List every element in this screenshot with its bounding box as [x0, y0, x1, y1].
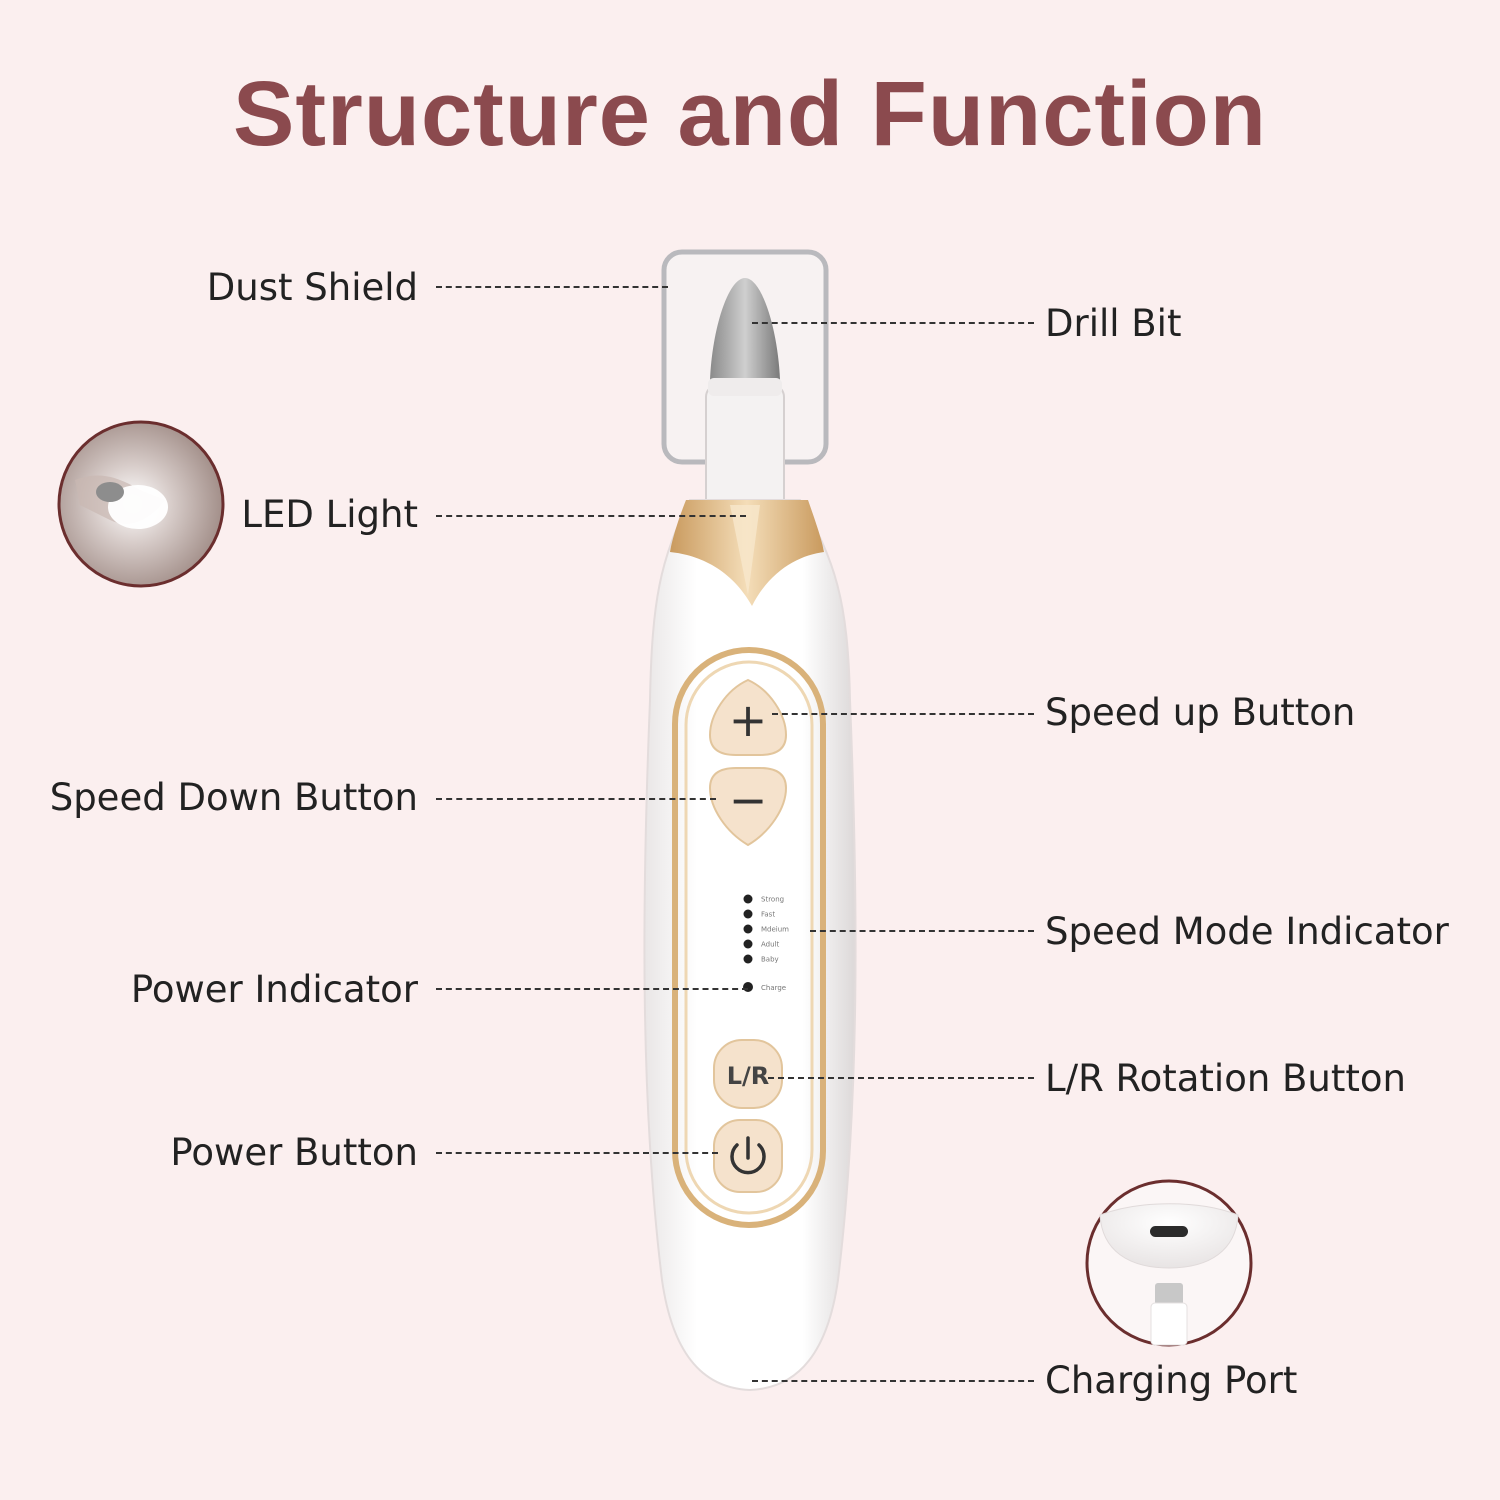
leader-power-indicator: [436, 988, 748, 990]
leader-dust-shield: [436, 286, 668, 288]
drill-bit-collar: [708, 378, 782, 396]
speed-down-button[interactable]: [708, 767, 788, 847]
speed-mode-dot: [743, 909, 753, 919]
leader-drill-bit: [752, 322, 1034, 324]
power-icon: [730, 1136, 766, 1175]
speed-mode-label: Strong: [761, 896, 784, 904]
drill-bit: [710, 278, 780, 380]
leader-charging-port: [752, 1380, 1034, 1382]
label-charging-port: Charging Port: [1045, 1359, 1298, 1402]
leader-speed-up: [772, 713, 1034, 715]
speed-mode-label: Fast: [761, 911, 775, 919]
label-power-button: Power Button: [170, 1131, 418, 1174]
leader-led-light: [436, 515, 746, 517]
speed-mode-dot: [743, 954, 753, 964]
leader-speed-mode: [810, 930, 1034, 932]
usb-c-plug: [1155, 1283, 1183, 1305]
label-drill-bit: Drill Bit: [1045, 302, 1182, 345]
speed-mode-dot: [743, 924, 753, 934]
speed-mode-dot: [743, 894, 753, 904]
speed-mode-dot: [743, 939, 753, 949]
plus-icon: +: [729, 693, 768, 747]
speed-up-button[interactable]: [708, 678, 788, 756]
power-indicator-dot: [743, 982, 753, 992]
usb-cable: [1150, 1302, 1188, 1346]
led-light-inset: [57, 420, 225, 588]
speed-mode-label: Baby: [761, 956, 779, 964]
label-lr-rotation: L/R Rotation Button: [1045, 1057, 1406, 1100]
lr-label: L/R: [727, 1062, 770, 1090]
leader-speed-down: [436, 798, 716, 800]
drill-shaft: [705, 384, 785, 516]
label-led-light: LED Light: [241, 493, 418, 536]
charging-port-inset: [1085, 1179, 1253, 1347]
lr-rotation-button[interactable]: [713, 1039, 783, 1109]
control-panel-border: [672, 647, 826, 1228]
label-dust-shield: Dust Shield: [206, 266, 418, 309]
page-title: Structure and Function: [233, 63, 1267, 165]
label-speed-down: Speed Down Button: [49, 776, 418, 819]
label-speed-up: Speed up Button: [1045, 691, 1356, 734]
speed-mode-label: Mdeium: [761, 926, 789, 934]
control-panel-inner: [684, 660, 814, 1215]
minus-icon: −: [729, 773, 768, 827]
usb-c-port: [1150, 1226, 1188, 1237]
speed-mode-label: Adult: [761, 941, 779, 949]
leader-power-button: [436, 1152, 718, 1154]
label-speed-mode: Speed Mode Indicator: [1045, 910, 1449, 953]
leader-lr-rotation: [768, 1077, 1034, 1079]
label-power-indicator: Power Indicator: [130, 968, 418, 1011]
charge-label: Charge: [761, 984, 786, 992]
